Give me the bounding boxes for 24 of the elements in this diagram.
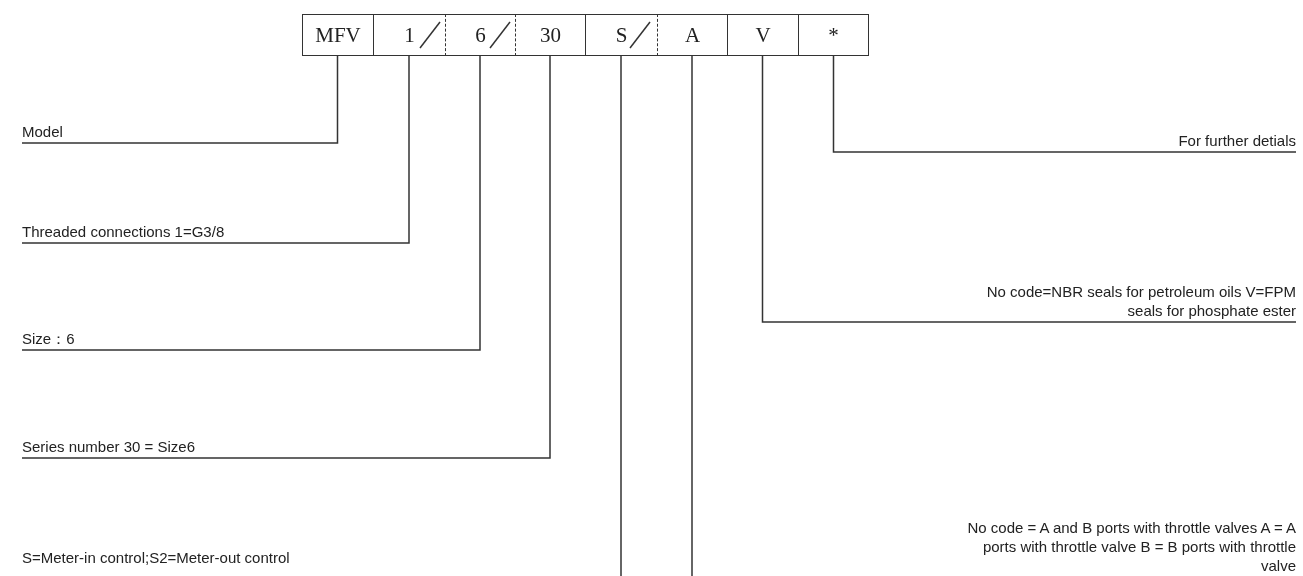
- code-cell: 30: [515, 14, 585, 56]
- leader-line: [21, 55, 410, 244]
- description-text: No code=NBR seals for petroleum oils V=FPM seals for phosphate ester: [966, 282, 1296, 320]
- leader-line: [691, 55, 693, 576]
- leader-line: [21, 55, 339, 144]
- leader-line: [832, 55, 1297, 153]
- code-cell: MFV: [302, 14, 373, 56]
- description-text: Threaded connections 1=G3/8: [22, 222, 402, 241]
- description-text: S=Meter-in control;S2=Meter-out control: [22, 548, 291, 567]
- description-text: Model: [22, 122, 322, 141]
- description-text: For further detials: [876, 131, 1296, 150]
- description-text: Series number 30 = Size6: [22, 437, 522, 456]
- code-cell: S: [585, 14, 657, 56]
- code-cell: 1: [373, 14, 445, 56]
- code-cell: 6: [445, 14, 515, 56]
- code-cell: V: [727, 14, 798, 56]
- description-text: No code = A and B ports with throttle valves A = A ports with throttle valve B = B ports with throttle valve: [966, 518, 1296, 575]
- leader-line: [761, 55, 1297, 323]
- code-cell: A: [657, 14, 727, 56]
- leader-line: [21, 55, 481, 351]
- leader-line: [21, 55, 551, 459]
- description-text: Size：6: [22, 329, 422, 348]
- leader-line: [620, 55, 622, 576]
- code-cell: *: [798, 14, 869, 56]
